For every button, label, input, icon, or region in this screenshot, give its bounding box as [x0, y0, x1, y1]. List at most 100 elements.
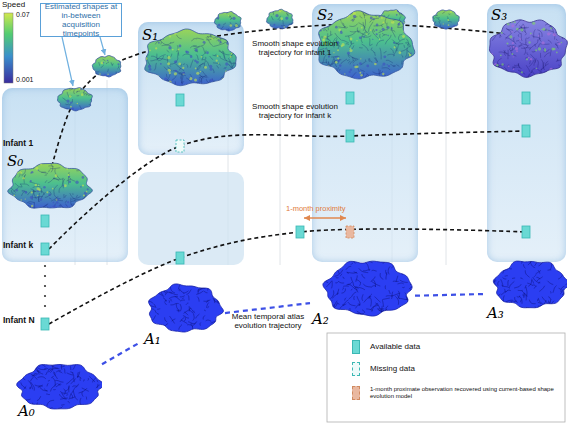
brain-outline: [149, 284, 224, 332]
brain-fold: [385, 309, 387, 310]
brain-fold: [173, 331, 177, 334]
brain-fold: [343, 285, 349, 286]
brain-fold: [83, 379, 84, 381]
brain-fold: [440, 25, 441, 28]
brain-fold: [564, 289, 566, 292]
timepoint-line: [280, 30, 281, 265]
brain-fold: [278, 16, 281, 20]
brain-fold: [381, 306, 383, 316]
brain-fold: [145, 308, 154, 310]
brain-fold: [37, 367, 46, 369]
speed-speckle: [232, 17, 235, 20]
brain-fold: [521, 260, 523, 264]
brain-fold: [156, 287, 160, 290]
brain-fold: [357, 313, 364, 315]
brain-fold: [523, 264, 525, 268]
brain-fold: [152, 326, 158, 327]
brain-fold: [170, 299, 172, 301]
brain-fold: [22, 399, 31, 401]
brain-fold: [117, 66, 118, 69]
brain-fold: [100, 398, 101, 401]
brain-fold: [340, 274, 342, 276]
brain-fold: [145, 301, 153, 303]
brain-outline: [92, 56, 120, 77]
brain-fold: [339, 311, 341, 315]
brain-fold: [371, 277, 375, 282]
brain-fold: [356, 287, 365, 290]
brain-fold: [542, 297, 548, 304]
brain-fold: [332, 258, 340, 263]
brain-fold: [159, 282, 162, 287]
brain-fold: [80, 398, 82, 406]
brain-fold: [409, 287, 415, 289]
brain-fold: [58, 406, 63, 408]
brain-fold: [107, 69, 108, 72]
brain-fold: [56, 371, 61, 372]
brain-fold: [357, 296, 360, 305]
speed-speckle: [237, 11, 240, 14]
brain-fold: [332, 263, 334, 264]
brain-fold: [159, 294, 164, 297]
brain-fold: [271, 16, 273, 20]
brain-fold: [171, 330, 173, 334]
brain-fold: [506, 290, 510, 291]
brain-fold: [161, 330, 164, 338]
speed-speckle: [280, 17, 283, 20]
brain-fold: [366, 309, 372, 311]
speed-speckle: [433, 27, 435, 29]
brain-fold: [35, 362, 37, 364]
speed-speckle: [273, 24, 275, 26]
brain-fold: [530, 261, 535, 268]
ellipsis-dot: [44, 305, 46, 307]
brain-fold: [29, 387, 31, 389]
brain-fold: [116, 72, 118, 75]
ellipsis-dots: [44, 265, 46, 307]
brain-fold: [65, 386, 69, 391]
legend-text: 1-month proximate observation recovered …: [370, 386, 562, 400]
available-data-marker: [296, 226, 304, 238]
atlas-shape: A₂: [310, 258, 415, 336]
brain-fold: [497, 263, 501, 271]
brain-fold: [184, 308, 191, 313]
callout-leader: [62, 37, 73, 86]
brain-fold: [347, 308, 350, 315]
available-data-marker: [176, 252, 184, 264]
brain-fold: [170, 287, 175, 293]
brain-outline: [493, 261, 567, 308]
brain-fold: [77, 372, 79, 378]
brain-fold: [163, 323, 168, 327]
brain-fold: [435, 17, 439, 19]
brain-fold: [503, 295, 504, 304]
brain-fold: [179, 325, 182, 330]
legend-box: [327, 333, 565, 422]
brain-fold: [345, 298, 347, 301]
brain-fold: [191, 323, 193, 327]
brain-fold: [495, 300, 499, 303]
brain-fold: [330, 300, 332, 304]
callout-text: Estimated shapes at in-between acquisiti…: [43, 2, 119, 39]
brain-fold: [538, 305, 541, 306]
speed-speckle: [101, 62, 104, 65]
shape-label: S₂: [317, 8, 333, 23]
speed-speckle: [275, 14, 278, 17]
brain-fold: [96, 385, 100, 388]
brain-fold: [335, 264, 342, 266]
brain-fold: [97, 384, 98, 388]
brain-surface: [144, 282, 223, 339]
brain-fold: [561, 286, 564, 292]
brain-fold: [365, 262, 370, 271]
brain-fold: [30, 387, 31, 389]
colorbar-value: 0.001: [16, 76, 34, 84]
brain-fold: [73, 365, 76, 370]
brain-fold: [31, 374, 37, 379]
brain-fold: [406, 264, 408, 266]
brain-fold: [170, 303, 178, 304]
brain-fold: [500, 269, 502, 271]
brain-fold: [184, 317, 185, 321]
brain-fold: [355, 287, 359, 289]
brain-fold: [168, 300, 169, 302]
brain-fold: [97, 380, 98, 383]
legend-swatch: [352, 386, 360, 400]
brain-fold: [93, 377, 97, 382]
brain-fold: [44, 389, 47, 392]
